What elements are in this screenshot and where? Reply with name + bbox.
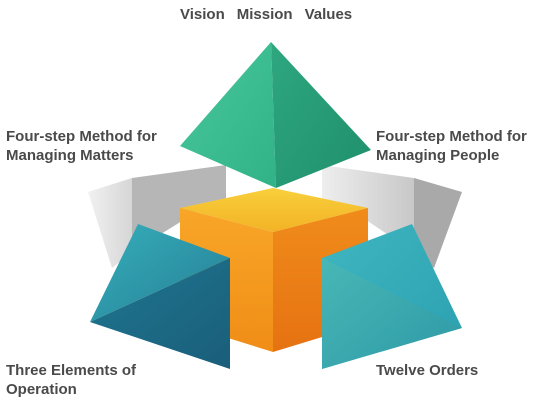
label-line: Managing People <box>376 147 500 164</box>
label-twelve-orders: Twelve Orders <box>376 361 478 380</box>
gray-panel-left <box>88 165 226 268</box>
label-managing-matters: Four-step Method for Managing Matters <box>6 127 157 165</box>
top-label-values: Values <box>304 6 353 23</box>
top-label-mission: Mission <box>236 6 293 23</box>
label-three-elements: Three Elements of Operation <box>6 361 136 399</box>
label-managing-people: Four-step Method for Managing People <box>376 127 527 165</box>
label-line: Operation <box>6 381 77 398</box>
label-line: Four-step Method for <box>376 128 527 145</box>
label-line: Managing Matters <box>6 147 134 164</box>
label-line: Twelve Orders <box>376 362 479 379</box>
top-labels: Vision Mission Values <box>180 6 352 23</box>
label-line: Four-step Method for <box>6 128 157 145</box>
teal-prism-left <box>90 224 230 369</box>
green-pyramid <box>180 42 371 188</box>
top-label-vision: Vision <box>180 6 225 23</box>
teal-prism-right <box>322 224 462 369</box>
label-line: Three Elements of <box>6 362 137 379</box>
